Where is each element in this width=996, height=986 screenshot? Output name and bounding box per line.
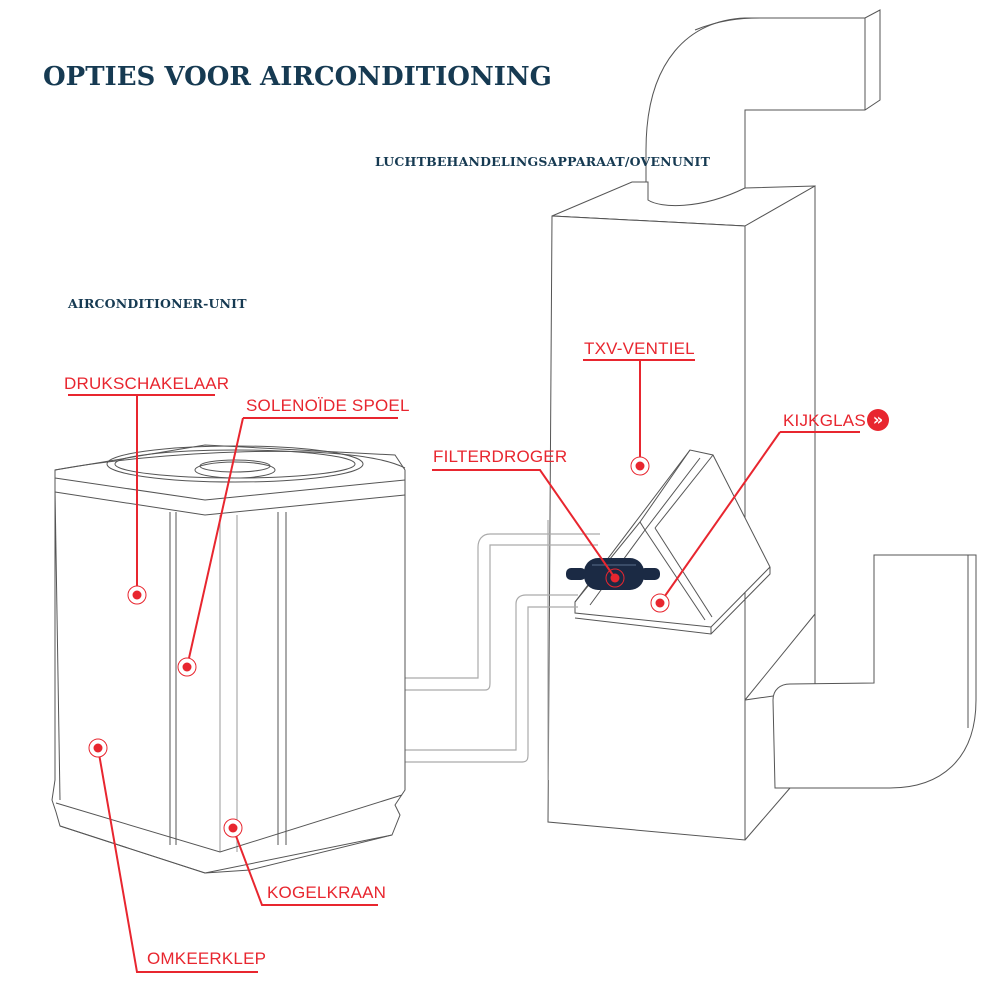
air-handler-unit: [547, 9, 977, 841]
hotspot-sight-glass[interactable]: [650, 593, 670, 613]
ac-condenser-unit: [51, 444, 406, 874]
callout-solenoid-coil[interactable]: SOLENOÏDE SPOEL: [246, 396, 410, 415]
ac-body: [51, 444, 406, 874]
callout-sight-glass[interactable]: KIJKGLAS: [783, 411, 866, 430]
double-chevron-right-icon[interactable]: »: [867, 409, 889, 431]
hotspot-pressure-switch[interactable]: [127, 585, 147, 605]
refrigerant-lines: [400, 520, 600, 780]
hotspot-txv-valve[interactable]: [630, 456, 650, 476]
ac-unit-label: AIRCONDITIONER-UNIT: [68, 296, 247, 311]
callout-filter-drier[interactable]: FILTERDROGER: [433, 447, 568, 466]
right-duct-elbow: [772, 554, 977, 789]
callout-txv-valve[interactable]: TXV-VENTIEL: [584, 339, 695, 358]
hotspot-solenoid-coil[interactable]: [177, 657, 197, 677]
furnace-top: [551, 181, 816, 227]
furnace-side: [744, 185, 816, 701]
callout-reversing-valve[interactable]: OMKEERKLEP: [147, 949, 267, 968]
hotspot-ball-valve[interactable]: [223, 818, 243, 838]
top-duct-elbow: [645, 9, 881, 209]
leader-lines: [68, 359, 860, 973]
hotspot-reversing-valve[interactable]: [88, 738, 108, 758]
callout-pressure-switch[interactable]: DRUKSCHAKELAAR: [64, 374, 230, 393]
air-handler-label: LUCHTBEHANDELINGSAPPARAAT/OVENUNIT: [375, 154, 711, 169]
page-title: OPTIES VOOR AIRCONDITIONING: [43, 62, 552, 92]
callout-ball-valve[interactable]: KOGELKRAAN: [267, 883, 387, 902]
hotspot-filter-drier[interactable]: [605, 568, 625, 588]
